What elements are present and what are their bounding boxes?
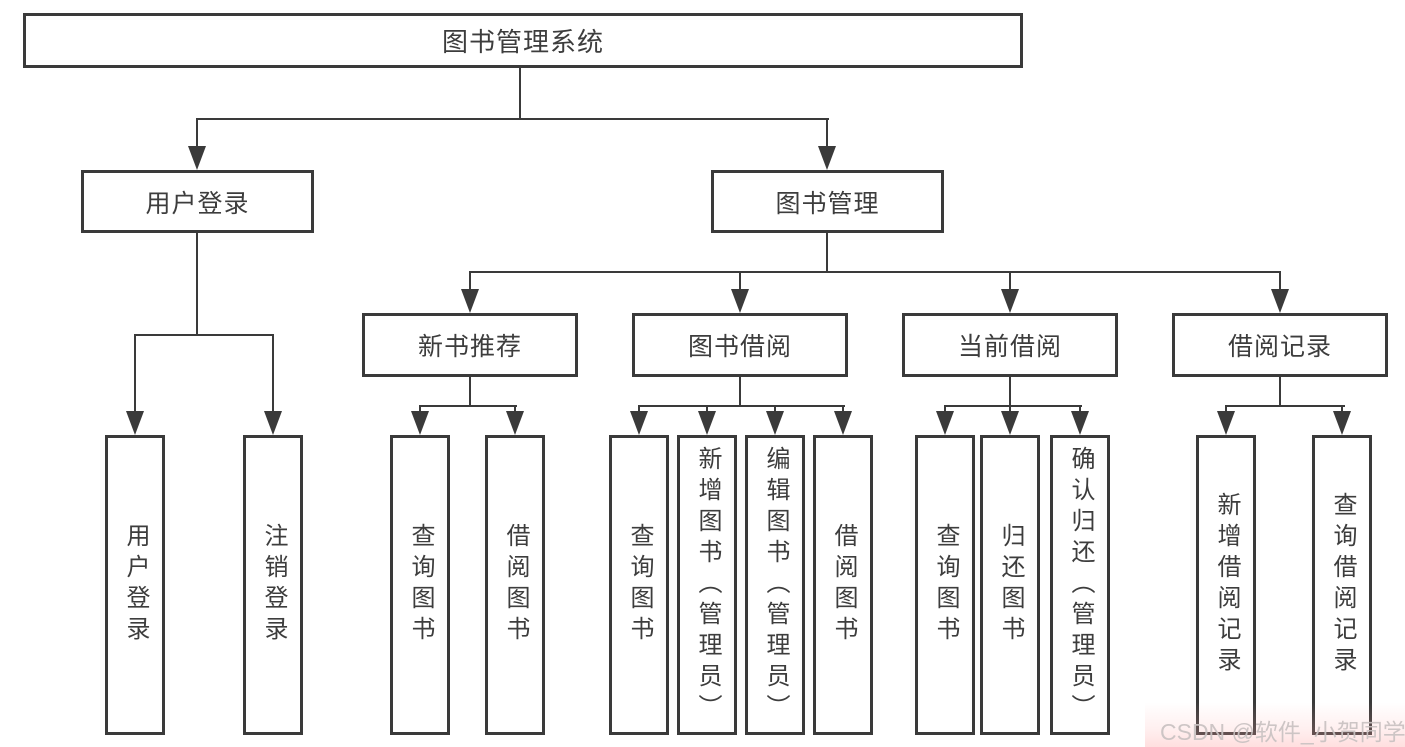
node-label: 注销登录 xyxy=(260,523,287,647)
connector-line xyxy=(1009,405,1011,415)
connector-line xyxy=(638,405,845,407)
node-label: 编辑图书（管理员） xyxy=(762,445,789,725)
node-label: 查询借阅记录 xyxy=(1329,492,1356,678)
connector-line xyxy=(842,405,844,415)
arrowhead-down-icon xyxy=(1001,289,1019,313)
leaf-cb-query-books: 查询图书 xyxy=(915,435,975,735)
node-label: 新书推荐 xyxy=(417,333,522,361)
connector-line xyxy=(134,334,136,414)
node-current-borrow: 当前借阅 xyxy=(902,313,1118,377)
connector-line xyxy=(774,405,776,415)
connector-line xyxy=(826,233,828,273)
connector-line xyxy=(196,233,198,336)
arrowhead-down-icon xyxy=(411,411,429,435)
connector-line xyxy=(419,405,517,407)
arrowhead-down-icon xyxy=(731,289,749,313)
leaf-nb-borrow-books: 借阅图书 xyxy=(485,435,545,735)
node-borrow-records: 借阅记录 xyxy=(1172,313,1388,377)
leaf-bb-query-books: 查询图书 xyxy=(609,435,669,735)
arrowhead-down-icon xyxy=(1217,411,1235,435)
connector-line xyxy=(944,405,946,415)
connector-line xyxy=(196,118,198,152)
node-label: 当前借阅 xyxy=(957,333,1062,361)
arrowhead-down-icon xyxy=(1271,289,1289,313)
node-user-login: 用户登录 xyxy=(81,170,314,233)
leaf-user-login: 用户登录 xyxy=(105,435,165,735)
arrowhead-down-icon xyxy=(818,146,836,170)
node-label: 新增借阅记录 xyxy=(1213,492,1240,678)
leaf-logout: 注销登录 xyxy=(243,435,303,735)
arrowhead-down-icon xyxy=(698,411,716,435)
node-label: 图书管理 xyxy=(775,189,880,218)
node-label: 用户登录 xyxy=(145,189,250,218)
connector-line xyxy=(1225,405,1227,415)
connector-line xyxy=(469,377,471,407)
connector-line xyxy=(469,271,471,293)
node-label: 借阅记录 xyxy=(1227,333,1332,361)
node-label: 查询图书 xyxy=(407,523,434,647)
connector-line xyxy=(944,405,1082,407)
connector-line xyxy=(1009,377,1011,407)
leaf-cb-return-books: 归还图书 xyxy=(980,435,1040,735)
node-label: 图书管理系统 xyxy=(441,27,604,57)
connector-line xyxy=(272,334,274,414)
connector-line xyxy=(1341,405,1343,415)
arrowhead-down-icon xyxy=(506,411,524,435)
node-library-system: 图书管理系统 xyxy=(23,13,1023,68)
connector-line xyxy=(134,334,274,336)
arrowhead-down-icon xyxy=(766,411,784,435)
connector-line xyxy=(196,118,829,120)
arrowhead-down-icon xyxy=(264,411,282,435)
connector-line xyxy=(1279,377,1281,407)
connector-line xyxy=(706,405,708,415)
node-label: 确认归还（管理员） xyxy=(1067,445,1094,725)
connector-line xyxy=(1079,405,1081,415)
node-book-management: 图书管理 xyxy=(711,170,944,233)
arrowhead-down-icon xyxy=(461,289,479,313)
leaf-br-query-record: 查询借阅记录 xyxy=(1312,435,1372,735)
node-label: 查询图书 xyxy=(932,523,959,647)
watermark: CSDN @软件_小贺同学 xyxy=(1160,719,1405,745)
connector-line xyxy=(739,377,741,407)
arrowhead-down-icon xyxy=(834,411,852,435)
node-label: 借阅图书 xyxy=(502,523,529,647)
node-new-book-recommend: 新书推荐 xyxy=(362,313,578,377)
connector-line xyxy=(469,271,1281,273)
node-label: 用户登录 xyxy=(122,523,149,647)
arrowhead-down-icon xyxy=(126,411,144,435)
arrowhead-down-icon xyxy=(1071,411,1089,435)
node-label: 借阅图书 xyxy=(830,523,857,647)
arrowhead-down-icon xyxy=(936,411,954,435)
node-label: 归还图书 xyxy=(997,523,1024,647)
node-label: 查询图书 xyxy=(626,523,653,647)
connector-line xyxy=(1009,271,1011,293)
leaf-bb-borrow-books: 借阅图书 xyxy=(813,435,873,735)
node-book-borrow: 图书借阅 xyxy=(632,313,848,377)
leaf-br-add-record: 新增借阅记录 xyxy=(1196,435,1256,735)
node-label: 图书借阅 xyxy=(687,333,792,361)
arrowhead-down-icon xyxy=(1001,411,1019,435)
connector-line xyxy=(638,405,640,415)
arrowhead-down-icon xyxy=(1333,411,1351,435)
arrowhead-down-icon xyxy=(630,411,648,435)
connector-line xyxy=(519,67,521,119)
leaf-bb-add-books-admin: 新增图书（管理员） xyxy=(677,435,737,735)
arrowhead-down-icon xyxy=(188,146,206,170)
connector-line xyxy=(1279,271,1281,293)
connector-line xyxy=(739,271,741,293)
connector-line xyxy=(419,405,421,415)
node-label: 新增图书（管理员） xyxy=(694,445,721,725)
leaf-cb-confirm-return-admin: 确认归还（管理员） xyxy=(1050,435,1110,735)
connector-line xyxy=(826,118,828,152)
leaf-bb-edit-books-admin: 编辑图书（管理员） xyxy=(745,435,805,735)
leaf-nb-query-books: 查询图书 xyxy=(390,435,450,735)
connector-line xyxy=(514,405,516,415)
connector-line xyxy=(1225,405,1345,407)
